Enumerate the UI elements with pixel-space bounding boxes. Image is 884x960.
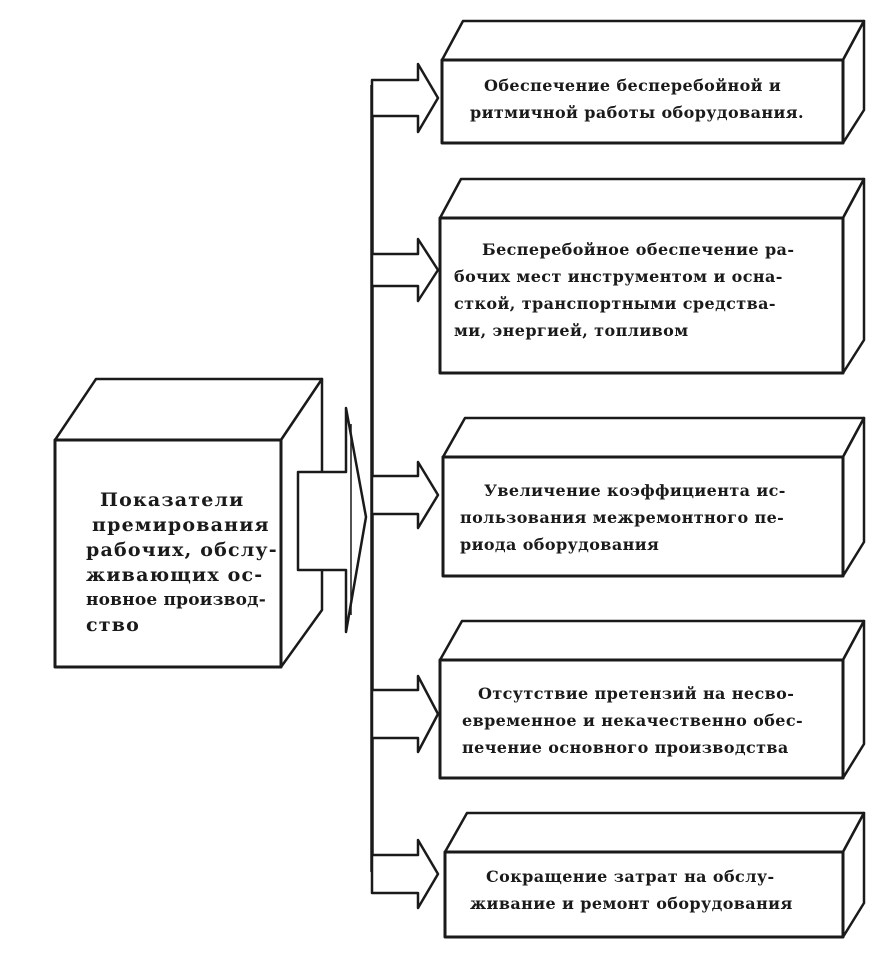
- main-box-top-face: [53, 377, 324, 442]
- branch-arrow-5a: [370, 838, 440, 910]
- branch-arrow-3a: [370, 460, 440, 530]
- target-box-2-line-3: сткой, транспортными средства-: [454, 294, 776, 313]
- target-box-3: [441, 416, 866, 578]
- target-box-2-front-face: [438, 216, 845, 375]
- target-box-4-text: Отсутствие претензий на несво- евременно…: [462, 680, 803, 761]
- branch-arrow-1a: [370, 62, 440, 134]
- branch-arrow-2a: [370, 237, 440, 303]
- target-box-3-line-1: Увеличение коэффициента ис-: [484, 481, 786, 500]
- main-box-line-4: живающих ос-: [86, 564, 264, 586]
- main-box-front-face: [53, 438, 283, 669]
- target-box-5-line-1: Сокращение затрат на обслу-: [486, 867, 775, 886]
- main-box-line-3: рабочих, обслу-: [86, 539, 278, 561]
- target-box-1-top-face: [440, 19, 866, 62]
- target-box-4-front-face: [438, 658, 845, 780]
- target-box-4-line-3: печение основного производства: [462, 738, 789, 757]
- target-box-4-top-face: [438, 619, 866, 662]
- target-box-3-top-face: [441, 416, 866, 459]
- target-box-1-text: Обеспечение бесперебойной и ритмичной ра…: [470, 72, 804, 126]
- target-box-2-text: Бесперебойное обеспечение ра- бочих мест…: [454, 236, 794, 344]
- target-box-1-front-face: [440, 58, 845, 145]
- main-box-line-6: ство: [86, 614, 141, 636]
- main-arrow-shape: [296, 406, 368, 634]
- target-box-1-line-1: Обеспечение бесперебойной и: [484, 76, 782, 95]
- target-box-3-line-2: пользования межремонтного пе-: [460, 508, 785, 527]
- target-box-2-line-4: ми, энергией, топливом: [454, 321, 689, 340]
- main-box: [53, 377, 324, 669]
- target-box-5-top-face: [443, 811, 866, 854]
- target-box-3-front-face: [441, 455, 845, 578]
- main-arrow: [296, 406, 368, 634]
- target-box-3-line-3: риода оборудования: [460, 535, 660, 554]
- target-box-4: [438, 619, 866, 780]
- target-box-5: [443, 811, 866, 939]
- main-box-line-5: новное производ-: [86, 590, 266, 610]
- target-box-5-text: Сокращение затрат на обслу- живание и ре…: [470, 863, 793, 917]
- target-box-1: [440, 19, 866, 145]
- target-box-4-line-2: евременное и некачественно обес-: [462, 711, 804, 730]
- target-box-2-top-face: [438, 177, 866, 220]
- branch-arrow-4a: [370, 674, 440, 754]
- main-box-line-2: премирования: [92, 514, 270, 536]
- main-box-text: Показатели премирования рабочих, обслу- …: [86, 488, 278, 638]
- target-box-5-line-2: живание и ремонт оборудования: [470, 894, 793, 913]
- target-box-2-line-2: бочих мест инструментом и осна-: [454, 267, 783, 286]
- target-box-2: [438, 177, 866, 375]
- target-box-3-text: Увеличение коэффициента ис- пользования …: [460, 477, 786, 558]
- main-box-line-1: Показатели: [100, 489, 245, 511]
- target-box-2-line-1: Бесперебойное обеспечение ра-: [482, 240, 795, 259]
- target-box-4-line-1: Отсутствие претензий на несво-: [478, 684, 795, 703]
- target-box-5-front-face: [443, 850, 845, 939]
- target-box-1-line-2: ритмичной работы оборудования.: [470, 103, 804, 122]
